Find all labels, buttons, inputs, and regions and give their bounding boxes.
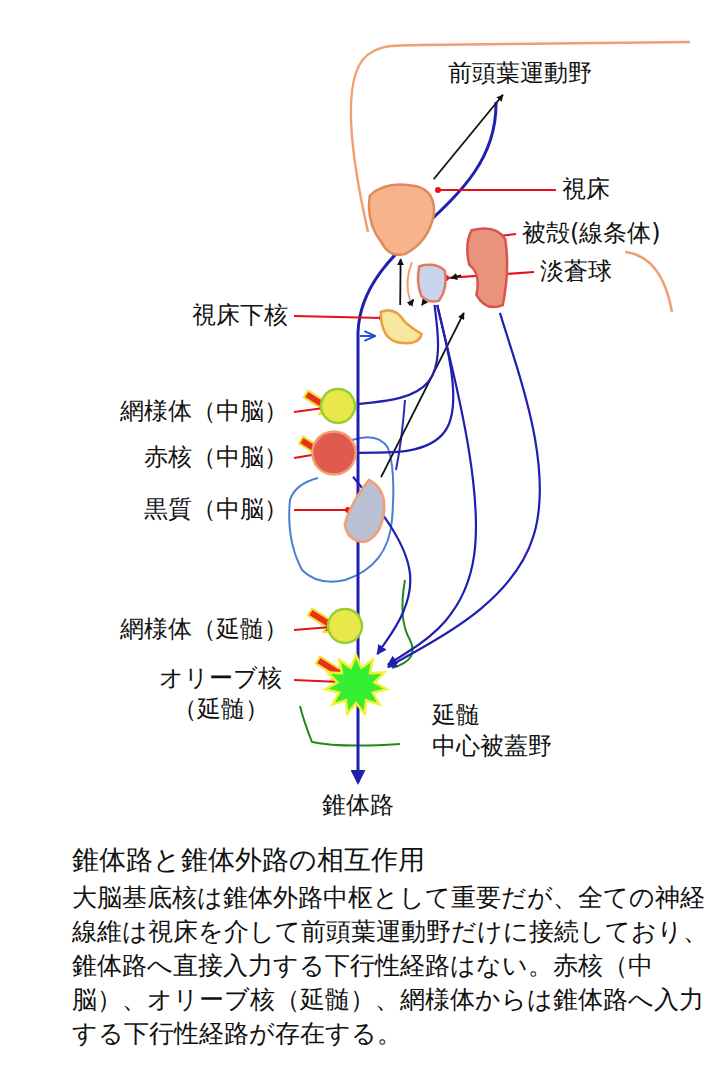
connector <box>434 95 503 179</box>
subthalamic-shape <box>381 310 422 343</box>
region-label: 延髄 中心被蓋野 <box>432 700 566 762</box>
leader-line <box>294 680 340 682</box>
substantia-nigra-shape <box>345 480 384 542</box>
cortex-outline <box>625 252 672 312</box>
reticular-circle <box>321 389 355 423</box>
connector <box>388 305 476 665</box>
substantia-nigra-shape <box>340 478 388 544</box>
substantia-nigra-shape: 黒質（中脳） <box>340 478 388 544</box>
connector <box>399 259 401 305</box>
globus-pallidus-shape <box>418 265 446 302</box>
connector <box>451 275 461 278</box>
structure-label: 淡蒼球 <box>540 256 612 287</box>
subthalamic-shape <box>376 306 424 346</box>
red-nucleus-circle: 赤核（中脳） <box>311 430 357 476</box>
cortex-label-box: 前頭葉運動野 <box>440 54 600 94</box>
putamen-shape <box>467 229 507 308</box>
structure-label: 赤核（中脳） <box>144 442 288 473</box>
structure-label: 前頭葉運動野 <box>448 58 592 89</box>
leader-dot <box>435 187 441 193</box>
olive-nucleus-star <box>325 655 387 715</box>
reticular-circle <box>327 608 363 644</box>
red-nucleus-circle <box>311 430 357 476</box>
leader-line <box>294 408 324 412</box>
olive-nucleus-star: オリーブ核 （延髄） <box>325 655 387 715</box>
structure-label: 視床下核 <box>192 300 288 331</box>
leader-line <box>294 316 382 318</box>
olive-nucleus-star <box>325 655 386 714</box>
caption-text: 大脳基底核は錐体外路中枢として重要だが、全ての神経線維は視床を介して前頭葉運動野… <box>72 881 712 1051</box>
globus-pallidus-shape: 淡蒼球 <box>414 262 450 304</box>
thalamus-shape <box>369 184 434 254</box>
structure-label: 黒質（中脳） <box>144 494 288 525</box>
caption-title: 錐体路と錐体外路の相互作用 <box>72 842 712 877</box>
reticular-circle <box>320 388 356 424</box>
reticular-circle: 網様体（延髄） <box>327 608 363 644</box>
thalamus-shape <box>362 180 440 258</box>
globus-pallidus-shape <box>414 262 450 304</box>
thalamus-shape: 視床 <box>362 180 440 258</box>
structure-label: 網様体（中脳） <box>120 396 288 427</box>
connector <box>357 305 438 404</box>
leader-line <box>294 627 331 630</box>
connector <box>388 313 540 667</box>
midbrain-outline <box>396 400 405 470</box>
connector <box>409 300 413 306</box>
cortex-outline <box>407 262 412 300</box>
subthalamic-shape: 視床下核 <box>376 306 424 346</box>
leader-lines <box>294 187 556 685</box>
structure-label: 網様体（延髄） <box>120 614 288 645</box>
structure-label: オリーブ核 （延髄） <box>154 663 288 725</box>
putamen-shape: 被殻(線条体) <box>462 226 510 312</box>
leader-line <box>294 509 348 511</box>
tract-label: 錐体路 <box>322 790 394 821</box>
pyramidal-tract <box>358 102 496 782</box>
structure-label: 視床 <box>562 174 610 205</box>
reticular-circle: 網様体（中脳） <box>320 388 356 424</box>
reticular-circle <box>328 609 362 643</box>
connector <box>358 305 453 453</box>
red-nucleus-circle <box>312 431 355 474</box>
leader-line <box>438 189 556 191</box>
tract-branch <box>360 335 374 337</box>
putamen-shape <box>462 226 510 312</box>
caption-block: 錐体路と錐体外路の相互作用大脳基底核は錐体外路中枢として重要だが、全ての神経線維… <box>72 842 712 1051</box>
connector <box>421 304 423 306</box>
structure-label: 被殻(線条体) <box>522 218 661 249</box>
